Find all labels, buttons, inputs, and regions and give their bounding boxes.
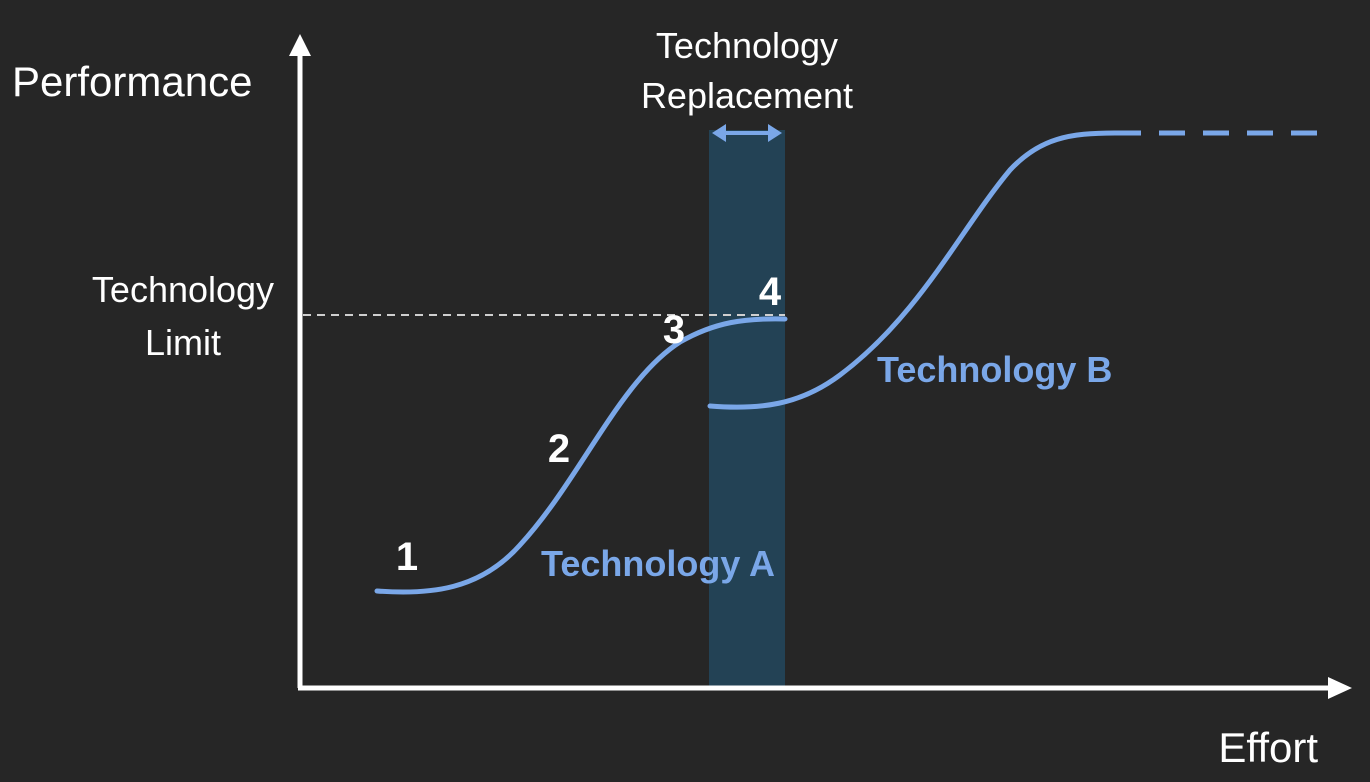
- technology-a-label: Technology A: [541, 543, 775, 584]
- y-axis-arrowhead: [289, 34, 311, 56]
- stage-marker-4: 4: [759, 270, 782, 314]
- stage-marker-1: 1: [396, 535, 418, 579]
- technology-b-curve: [707, 130, 1118, 410]
- x-axis-arrowhead: [1328, 677, 1352, 699]
- technology-b-label: Technology B: [877, 349, 1112, 390]
- limit-label-line1: Technology: [92, 269, 274, 310]
- replacement-arrow: [712, 124, 782, 142]
- stage-marker-3: 3: [663, 308, 685, 352]
- stage-marker-2: 2: [548, 427, 570, 471]
- replacement-label-line2: Replacement: [641, 75, 853, 116]
- replacement-label-line1: Technology: [656, 25, 838, 66]
- y-axis: [289, 34, 311, 688]
- x-axis: [298, 677, 1352, 699]
- technology-a-curve: [374, 316, 788, 595]
- y-axis-label: Performance: [12, 58, 252, 105]
- x-axis-label: Effort: [1218, 724, 1318, 771]
- limit-label-line2: Limit: [145, 322, 221, 363]
